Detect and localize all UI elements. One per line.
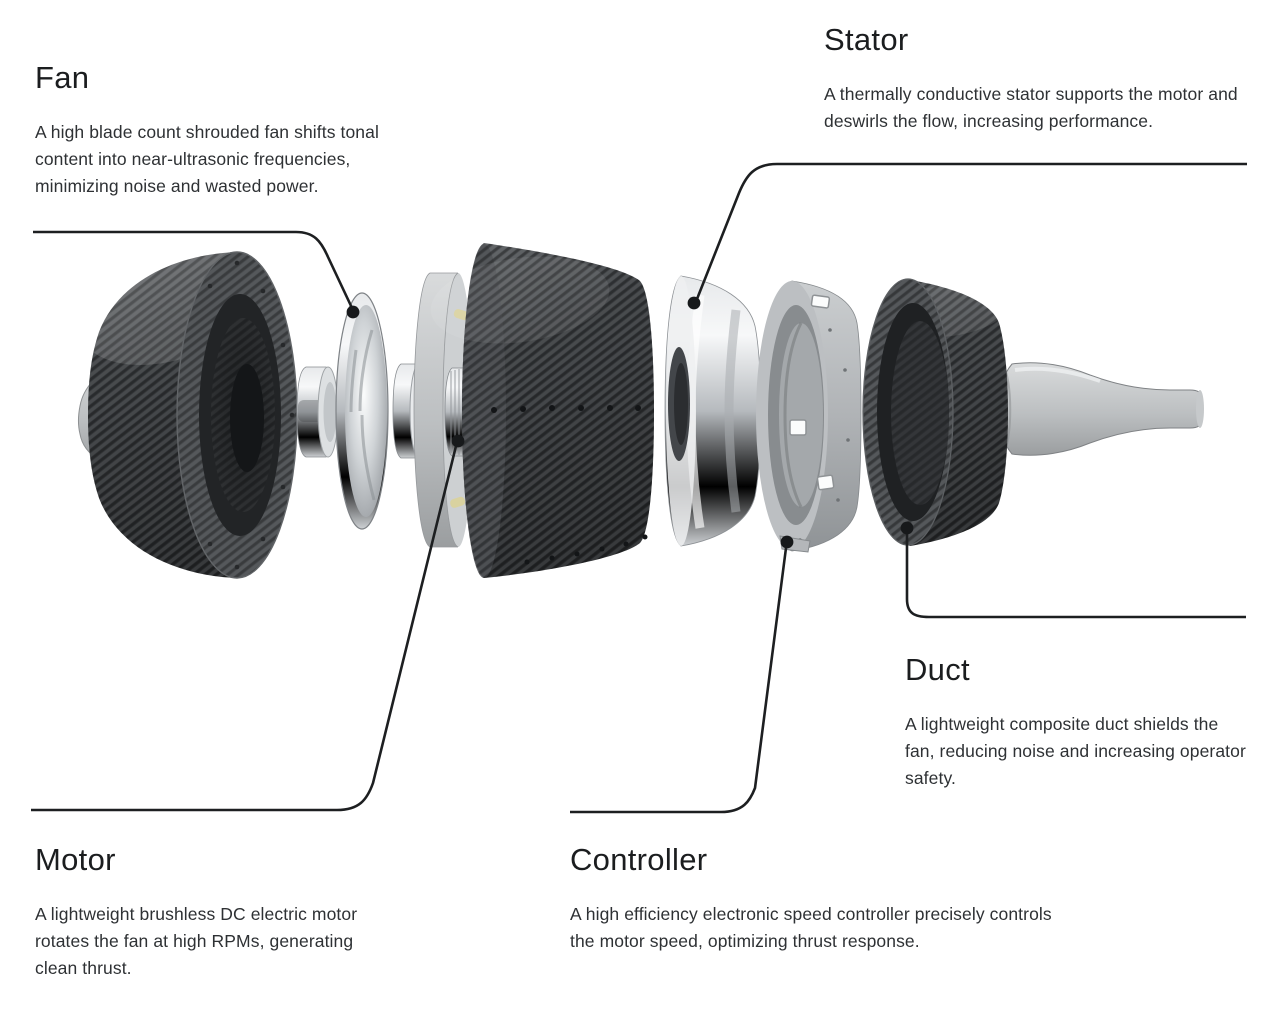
callout-motor: Motor A lightweight brushless DC electri… <box>35 842 400 982</box>
callout-controller: Controller A high efficiency electronic … <box>570 842 1052 955</box>
fan-leader-line <box>33 230 354 309</box>
callout-stator: Stator A thermally conductive stator sup… <box>824 22 1256 135</box>
duct-leader-dot <box>900 521 914 535</box>
stator-leader-dot <box>687 296 701 310</box>
stator-title: Stator <box>824 22 909 57</box>
controller-housing-render <box>756 280 862 553</box>
duct-ring-render <box>862 278 1010 546</box>
motor-leader-line <box>31 445 458 812</box>
stator-description: A thermally conductive stator supports t… <box>824 84 1238 131</box>
leader-lines <box>31 162 1247 814</box>
fan-title: Fan <box>35 60 90 95</box>
stator-render <box>664 275 762 547</box>
controller-title: Controller <box>570 842 708 877</box>
tail-cone-render <box>997 362 1204 456</box>
fan-description: A high blade count shrouded fan shifts t… <box>35 122 379 196</box>
motor-title: Motor <box>35 842 116 877</box>
leader-dots <box>346 296 914 549</box>
center-duct-render <box>430 243 654 578</box>
duct-description: A lightweight composite duct shields the… <box>905 714 1246 788</box>
controller-description: A high efficiency electronic speed contr… <box>570 904 1052 951</box>
fan-rotor-render <box>78 245 298 579</box>
duct-title: Duct <box>905 652 970 687</box>
duct-leader-line <box>905 533 1246 619</box>
fan-leader-dot <box>346 305 360 319</box>
callout-duct: Duct A lightweight composite duct shield… <box>905 652 1250 792</box>
controller-leader-dot <box>780 535 794 549</box>
fan-disc-render <box>335 292 389 530</box>
callout-fan: Fan A high blade count shrouded fan shif… <box>35 60 415 200</box>
stator-leader-line <box>695 162 1247 300</box>
controller-leader-line <box>570 547 788 814</box>
motor-leader-dot <box>451 434 465 448</box>
shaft-collar-front-render <box>296 366 339 458</box>
motor-description: A lightweight brushless DC electric moto… <box>35 904 358 978</box>
